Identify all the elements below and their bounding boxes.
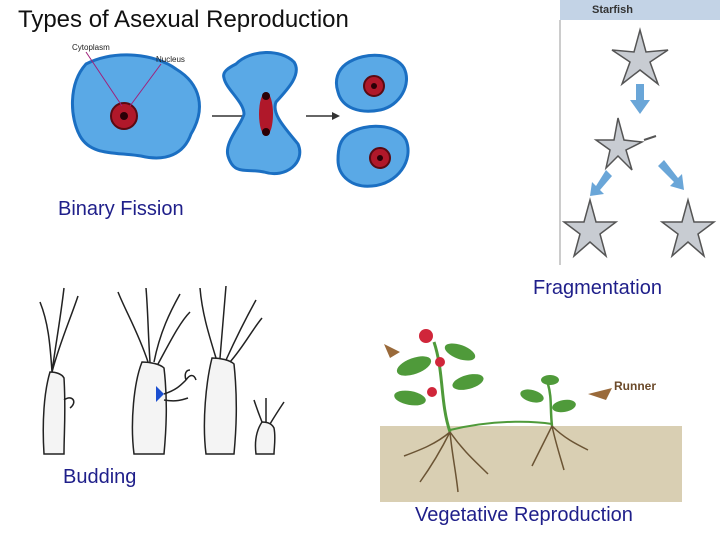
hydra-1 <box>39 287 79 455</box>
parent-cell <box>71 53 201 160</box>
fragmentation-caption: Fragmentation <box>533 277 662 299</box>
leaf <box>396 356 432 376</box>
budding-diagram <box>39 285 285 455</box>
binary-fission-diagram: Cytoplasm Nucleus <box>71 43 410 188</box>
starfish-regenerated-right <box>659 197 717 259</box>
slide-title: Types of Asexual Reproduction <box>18 6 349 33</box>
binary-fission-caption: Binary Fission <box>58 198 184 220</box>
bud <box>163 369 197 402</box>
pointer-arrow-runner <box>588 388 612 400</box>
roots-mother <box>403 431 489 493</box>
arrow-down <box>630 84 650 114</box>
starfish-regenerated-left <box>561 197 619 259</box>
bud-marker <box>156 386 164 402</box>
runner-stem <box>449 420 553 431</box>
starfish-fragment <box>593 117 645 171</box>
hydra-2-tentacles <box>117 287 191 365</box>
runner-label: Runner <box>614 379 656 393</box>
dividing-nucleus <box>259 92 273 136</box>
hydra-3-tentacles <box>199 285 263 363</box>
vegetative-caption: Vegetative Reproduction <box>415 504 633 526</box>
budding-caption: Budding <box>63 466 137 488</box>
arrow-left-down <box>590 170 612 196</box>
fragmentation-diagram: Starfish <box>559 0 720 265</box>
strawberry <box>419 329 433 343</box>
vegetative-diagram: Runner <box>380 329 682 502</box>
cytoplasm-label: Cytoplasm <box>72 43 110 52</box>
detached-bud <box>254 421 276 455</box>
soil <box>380 426 682 502</box>
nucleus-label: Nucleus <box>156 55 185 64</box>
daughter-plant-stem <box>546 383 554 427</box>
starfish-header-bar <box>560 0 720 20</box>
roots-daughter <box>531 425 589 471</box>
severed-arm <box>643 135 657 141</box>
starfish-whole <box>611 27 669 87</box>
pointer-arrow-plant <box>384 344 400 358</box>
starfish-header-label: Starfish <box>592 4 633 16</box>
mother-plant-stem <box>432 341 452 433</box>
arrow-right-down <box>658 160 684 190</box>
